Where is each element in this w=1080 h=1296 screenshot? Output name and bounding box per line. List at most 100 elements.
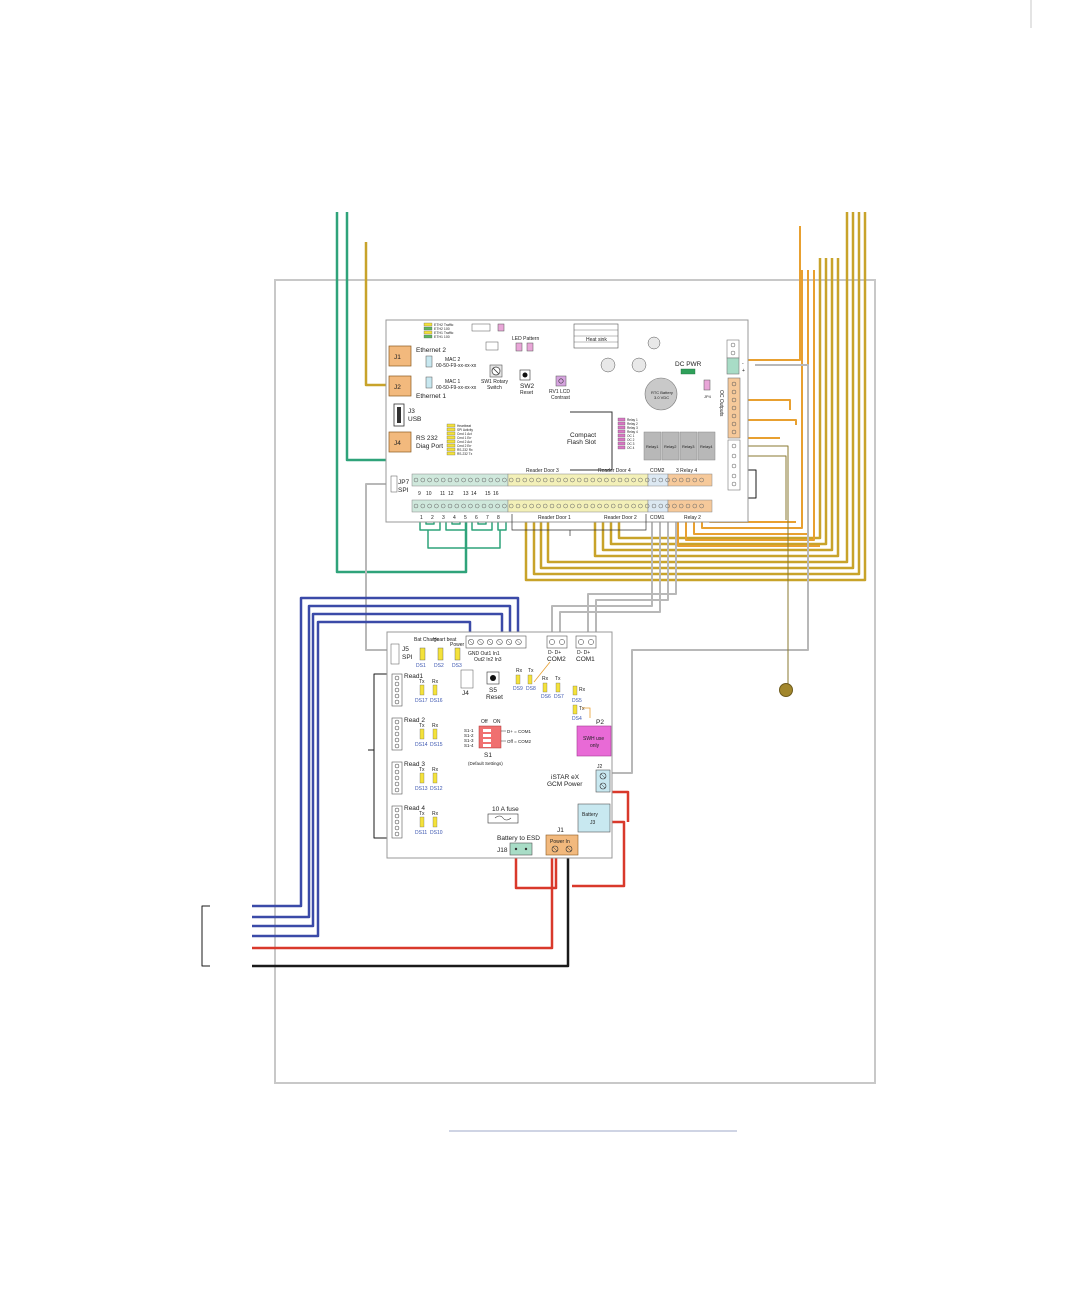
gcm-power-connector[interactable] — [595, 769, 611, 793]
top-terminal-pins — [413, 477, 704, 483]
supply-bracket — [201, 905, 210, 967]
terminal-pin-bottom — [597, 503, 602, 509]
usb-j3[interactable]: J3 USB — [393, 403, 421, 427]
gcm-io-pin-slot — [506, 639, 512, 645]
terminal-pin-bottom — [413, 503, 419, 509]
gcm-io-labels: GND Out1 In1 — [468, 651, 500, 657]
reader-terminal-block[interactable] — [391, 761, 403, 795]
rv1-lcd-contrast[interactable] — [555, 375, 567, 387]
relay-led-6: OC 3 — [627, 442, 635, 446]
rv1-sub-label: Contrast — [551, 395, 571, 401]
jp4-jumper[interactable] — [703, 379, 711, 391]
bottom-terminal-pins — [413, 503, 704, 509]
ds3-led — [454, 647, 461, 661]
battery-connector-j3[interactable] — [577, 803, 611, 833]
p2-header — [576, 725, 612, 757]
sw2-reset-button[interactable] — [519, 369, 531, 381]
power-connector-top[interactable] — [726, 339, 740, 359]
gcm-io-terminal[interactable] — [465, 635, 527, 649]
jp1-jumper[interactable] — [497, 323, 505, 332]
relay-led-stack: Relay 1 Relay 2 Relay 3 Relay 4 OC 1 OC … — [617, 417, 638, 450]
terminal-pin-bottom — [488, 503, 494, 509]
gcm-com1-terminal[interactable] — [575, 635, 597, 649]
sw1-rotary-switch[interactable] — [489, 364, 503, 378]
terminal-pin-bottom — [604, 503, 609, 509]
gcm-io-pin-slot — [516, 639, 521, 645]
reader-terminal-pin — [394, 775, 400, 781]
s1-row-1: S1-2 — [464, 733, 474, 738]
wire-red-battery — [572, 790, 630, 888]
gcm-io-pin — [505, 638, 513, 646]
gcm-io-pin-slot — [478, 639, 483, 645]
gcm-com2-terminal[interactable] — [546, 635, 568, 649]
rj45-j2[interactable]: J2 — [388, 375, 412, 397]
j18-esd-connector[interactable] — [509, 842, 533, 856]
j4-label: J4 — [394, 440, 401, 447]
gcm-io-pin-slot — [468, 639, 474, 645]
terminal-strip-top-green[interactable] — [411, 473, 509, 487]
s5-reset-button[interactable] — [486, 671, 500, 685]
mac1-chip — [425, 376, 433, 389]
heat-sink — [573, 323, 619, 349]
p2-text: SWH use — [583, 736, 604, 742]
terminal-pin-bottom — [672, 503, 677, 509]
wire-orange-top — [729, 226, 801, 439]
terminal-strip-top-yellow[interactable] — [507, 473, 649, 487]
gcm-j4-header[interactable] — [460, 669, 474, 689]
power-pin-2 — [730, 350, 736, 356]
terminal-pin-top — [549, 477, 555, 483]
terminal-pin-bottom — [685, 503, 691, 509]
s5-reset-label: Reset — [486, 694, 503, 701]
rj45-j1[interactable]: J1 — [388, 345, 412, 367]
ds1-label: DS1 — [416, 663, 426, 669]
input-number-top: 9 — [418, 491, 421, 497]
reader-tx-led — [419, 816, 425, 828]
reader-terminal-block[interactable] — [391, 717, 403, 751]
terminal-strip-bot-com1[interactable] — [647, 499, 669, 513]
terminal-pin-top — [672, 477, 677, 483]
input-number-top: 13 — [463, 491, 469, 497]
terminal-pin-top — [495, 477, 500, 483]
power-in-connector[interactable] — [545, 834, 579, 856]
rj45-j4[interactable]: J4 — [388, 431, 412, 453]
com-led-tx-3: Tx — [579, 706, 585, 712]
capacitor-1 — [647, 336, 661, 350]
fuse-holder — [487, 813, 519, 824]
s1-on-label: ON — [493, 719, 501, 725]
power-connector-green[interactable] — [726, 357, 740, 375]
jp7-spi-header[interactable] — [390, 475, 398, 493]
capacitor-2 — [600, 357, 616, 373]
s1-row-0: S1-1 — [464, 728, 474, 733]
input-number-bottom: 4 — [453, 515, 456, 521]
relay-led-2: Relay 3 — [627, 426, 638, 430]
s5-label: S5 — [489, 687, 497, 694]
rtc-label: RTC Battery — [651, 390, 673, 395]
reader-terminal-pin — [394, 699, 400, 705]
com-led-tx-1: Tx — [528, 668, 534, 674]
main-controller-board: - + J1 J2 J3 USB J4 Ethernet 2 Ethernet … — [385, 319, 749, 536]
jtag-header-1 — [471, 323, 491, 332]
terminal-pin-top — [474, 477, 480, 483]
jp2-jumper[interactable] — [515, 342, 523, 352]
jp3-jumper[interactable] — [526, 342, 534, 352]
oc-outputs-terminal[interactable] — [727, 377, 741, 439]
wire-gray-com1b — [587, 514, 677, 636]
s1-dip-switch[interactable] — [478, 725, 502, 749]
j5-spi-header[interactable] — [390, 643, 400, 665]
j5-spi-label: SPI — [402, 654, 413, 661]
terminal-pin-top — [468, 477, 473, 483]
reader-terminal-pin — [394, 743, 400, 749]
aux-terminal-right[interactable] — [727, 439, 741, 491]
status-led-5: Cmd 2 Err — [457, 444, 472, 448]
reader-tx-label: Tx — [419, 767, 425, 773]
relay-4-label: Relay4 — [700, 444, 713, 449]
wire-orange-2 — [685, 270, 815, 541]
wire-green-1 — [335, 212, 468, 574]
terminal-strip-top-com2[interactable] — [647, 473, 669, 487]
terminal-strip-bot-green[interactable] — [411, 499, 509, 513]
rtc-sub-label: 3.0 VDC — [654, 395, 669, 400]
reader-terminal-block[interactable] — [391, 673, 403, 707]
terminal-strip-bot-yellow[interactable] — [507, 499, 649, 513]
reader-terminal-block[interactable] — [391, 805, 403, 839]
reader-door3-label: Reader Door 3 — [526, 468, 559, 474]
